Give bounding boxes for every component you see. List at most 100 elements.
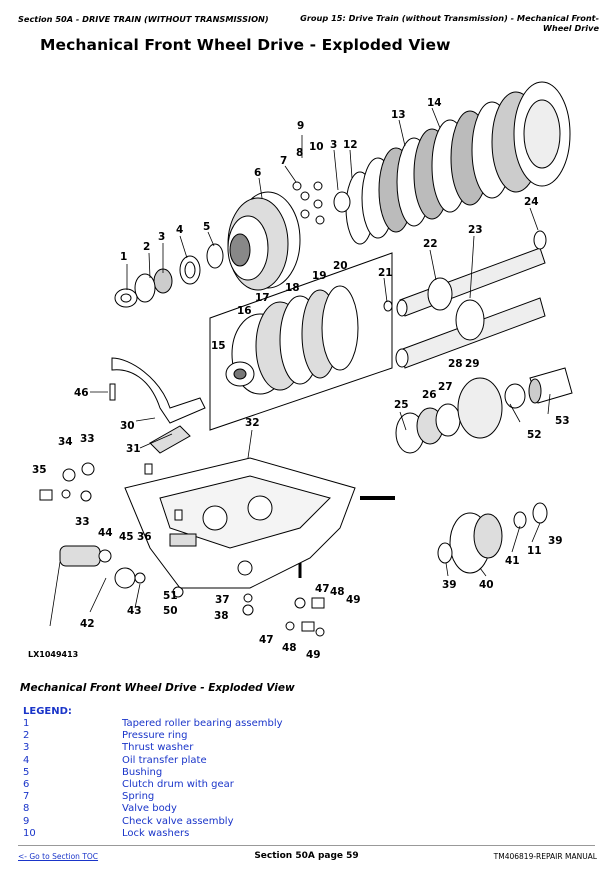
callout-label: 18 (285, 282, 300, 294)
legend-number: 2 (23, 730, 30, 742)
legend-number: 6 (23, 778, 30, 790)
callout-label: 37 (215, 594, 230, 606)
page-title: Mechanical Front Wheel Drive - Exploded … (40, 36, 451, 54)
legend-description: Lock washers (122, 827, 190, 839)
callout-label: 34 (58, 436, 73, 448)
callout-label: 1 (120, 251, 127, 263)
callout-label: 41 (505, 555, 520, 567)
legend-number: 10 (23, 827, 36, 839)
callout-label: 38 (214, 610, 229, 622)
legend-item: 7 Spring (23, 791, 383, 803)
callout-label: 17 (255, 292, 270, 304)
legend-description: Thrust washer (122, 742, 194, 754)
legend-item: 10 Lock washers (23, 828, 383, 840)
section-toc-link[interactable]: <- Go to Section TOC (18, 852, 99, 861)
callout-label: 46 (74, 387, 89, 399)
callout-label: 19 (312, 270, 327, 282)
callout-label: 21 (378, 267, 393, 279)
callout-label: 49 (306, 649, 321, 661)
legend-description: Valve body (122, 803, 177, 815)
callout-label: 4 (176, 224, 183, 236)
callout-label: 30 (120, 420, 135, 432)
legend-description: Spring (122, 791, 155, 803)
valve-parts-illustration (292, 181, 325, 225)
callout-label: 20 (333, 260, 348, 272)
callout-label: 50 (163, 605, 178, 617)
callout-label: 13 (391, 109, 406, 121)
callout-label: 6 (254, 167, 261, 179)
callout-label: 2 (143, 241, 150, 253)
legend-item: 3 Thrust washer (23, 742, 383, 754)
callout-labels: 1 2 3 4 5 6 7 8 9 10 3 12 13 14 24 22 23… (32, 97, 570, 661)
legend-description: Bushing (122, 766, 163, 778)
callout-label: 25 (394, 399, 409, 411)
legend-item: 4 Oil transfer plate (23, 755, 383, 767)
callout-label: 9 (297, 120, 304, 132)
manual-id: TM406819-REPAIR MANUAL (493, 852, 597, 861)
callout-label: 47 (259, 634, 274, 646)
legend-title: LEGEND: (23, 706, 72, 717)
callout-label: 33 (75, 516, 90, 528)
exploded-view-diagram: 1 2 3 4 5 6 7 8 9 10 3 12 13 14 24 22 23… (0, 58, 613, 668)
legend-description: Clutch drum with gear (122, 778, 234, 790)
legend-number: 1 (23, 718, 30, 729)
legend-number: 3 (23, 742, 30, 754)
callout-label: 52 (527, 429, 542, 441)
callout-label: 10 (309, 141, 324, 153)
callout-label: 35 (32, 464, 47, 476)
legend-item: 1 Tapered roller bearing assembly (23, 718, 383, 730)
callout-label: 43 (127, 605, 142, 617)
legend-description: Oil transfer plate (122, 754, 207, 766)
callout-label: 33 (80, 433, 95, 445)
legend-number: 9 (23, 815, 30, 827)
callout-label: 8 (296, 147, 303, 159)
legend-number: 4 (23, 754, 30, 766)
callout-label: 3 (330, 139, 337, 151)
callout-label: 49 (346, 594, 361, 606)
legend-description: Check valve assembly (122, 815, 234, 827)
legend-description: Tapered roller bearing assembly (122, 718, 283, 729)
callout-label: 23 (468, 224, 483, 236)
callout-label: 16 (237, 305, 252, 317)
leader-lines (49, 107, 551, 627)
legend-number: 5 (23, 766, 30, 778)
callout-label: 42 (80, 618, 95, 630)
callout-label: 44 (98, 527, 113, 539)
legend-number: 8 (23, 803, 30, 815)
clutch-plates-illustration (333, 81, 571, 245)
legend-item: 9 Check valve assembly (23, 816, 383, 828)
callout-label: 53 (555, 415, 570, 427)
callout-label: 22 (423, 238, 438, 250)
callout-label: 39 (442, 579, 457, 591)
callout-label: 12 (343, 139, 358, 151)
housing-illustration (111, 357, 395, 589)
callout-label: 51 (163, 590, 178, 602)
callout-label: 36 (137, 531, 152, 543)
page-number: Section 50A page 59 (254, 851, 359, 861)
callout-label: 15 (211, 340, 226, 352)
footer-divider (18, 845, 595, 846)
callout-label: 27 (438, 381, 453, 393)
callout-label: 14 (427, 97, 442, 109)
callout-label: 40 (479, 579, 494, 591)
callout-label: 48 (330, 586, 345, 598)
piston-assembly-illustration (209, 252, 393, 431)
callout-label: 45 (119, 531, 134, 543)
callout-label: 39 (548, 535, 563, 547)
group-header: Group 15: Drive Train (without Transmiss… (300, 13, 599, 33)
figure-caption: Mechanical Front Wheel Drive - Exploded … (20, 682, 295, 694)
section-header: Section 50A - DRIVE TRAIN (WITHOUT TRANS… (18, 14, 269, 24)
callout-label: 28 (448, 358, 463, 370)
legend-item: 6 Clutch drum with gear (23, 779, 383, 791)
callout-label: 31 (126, 443, 141, 455)
callout-label: 11 (527, 545, 542, 557)
callout-label: 29 (465, 358, 480, 370)
legend-item: 5 Bushing (23, 767, 383, 779)
callout-label: 24 (524, 196, 539, 208)
callout-label: 5 (203, 221, 210, 233)
callout-label: 7 (280, 155, 287, 167)
callout-label: 48 (282, 642, 297, 654)
legend-number: 7 (23, 791, 30, 803)
